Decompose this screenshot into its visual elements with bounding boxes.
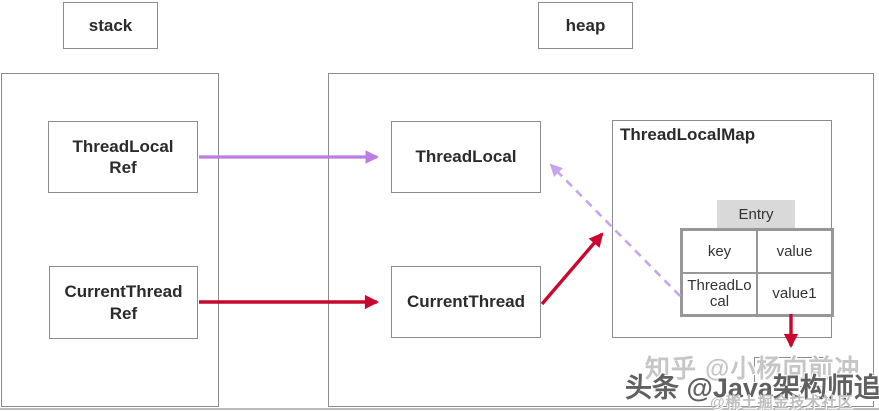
node-currentthread-ref-label: CurrentThread Ref (64, 282, 183, 323)
bottom-divider (0, 408, 879, 410)
heap-tag-box: heap (538, 2, 633, 49)
node-currentthread-ref: CurrentThread Ref (49, 266, 198, 339)
heap-tag-label: heap (565, 15, 606, 35)
entry-table: key value ThreadLocal value1 (680, 228, 834, 317)
entry-table-header-key: key (682, 230, 757, 273)
entry-header: Entry (717, 200, 795, 228)
stack-tag-box: stack (63, 2, 158, 49)
node-currentthread: CurrentThread (391, 266, 541, 338)
node-threadlocal: ThreadLocal (391, 121, 541, 193)
entry-table-cell-value: value1 (757, 273, 832, 315)
node-threadlocal-label: ThreadLocal (415, 147, 517, 167)
next-entry-box (754, 357, 826, 387)
entry-table-header-value: value (757, 230, 832, 273)
node-currentthread-label: CurrentThread (406, 292, 526, 312)
node-threadlocal-ref: ThreadLocal Ref (48, 121, 198, 193)
stack-tag-label: stack (88, 15, 133, 35)
threadlocalmap-title: ThreadLocalMap (620, 125, 756, 144)
entry-table-cell-key: ThreadLocal (682, 273, 757, 315)
node-threadlocal-ref-label: ThreadLocal Ref (72, 136, 174, 177)
